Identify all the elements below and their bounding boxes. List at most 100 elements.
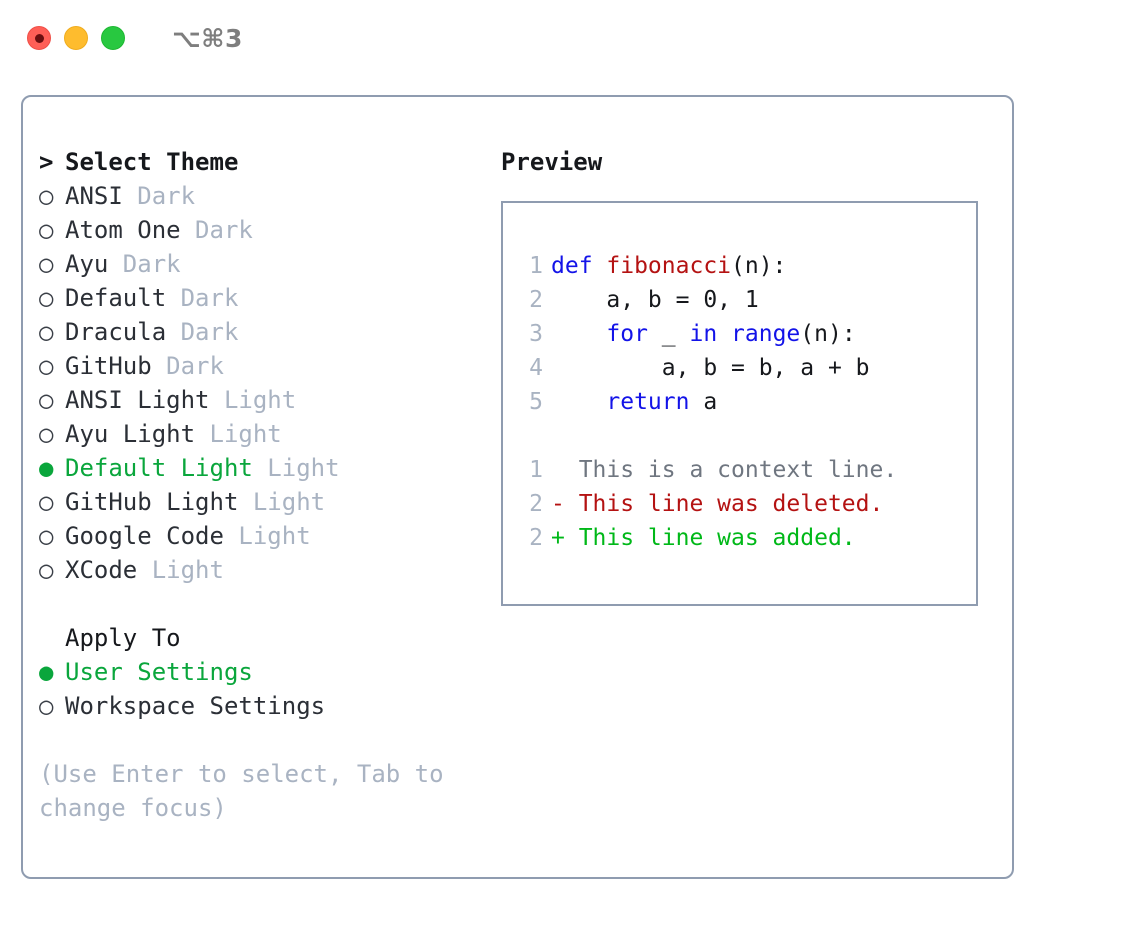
radio-unselected-icon: ○ — [39, 488, 54, 516]
code-token: (n): — [731, 253, 787, 279]
code-token: a — [689, 389, 718, 415]
prompt-marker-icon: > — [39, 148, 54, 176]
apply-to-heading-label: Apply To — [65, 624, 181, 652]
theme-mode-tag: Dark — [108, 250, 181, 278]
code-line-number: 2 — [529, 287, 543, 313]
traffic-lights — [27, 26, 125, 50]
theme-option-github[interactable]: ○ GitHub Dark — [39, 349, 509, 383]
theme-option-xcode[interactable]: ○ XCode Light — [39, 553, 509, 587]
theme-mode-tag: Light — [252, 454, 340, 482]
apply-to-option-label: Workspace Settings — [65, 692, 326, 720]
theme-mode-tag: Light — [223, 522, 311, 550]
theme-option-github-light[interactable]: ○ GitHub Light Light — [39, 485, 509, 519]
theme-mode-tag: Light — [195, 420, 282, 448]
code-token: fibonacci — [606, 253, 732, 279]
code-line: 2 a, b = 0, 1 — [515, 283, 897, 317]
theme-mode-tag: Dark — [122, 182, 196, 210]
theme-option-list[interactable]: ○ ANSI Dark ○ Atom One Dark ○ Ayu Dark ○ Defaul… — [39, 179, 509, 587]
radio-unselected-icon: ○ — [39, 386, 54, 414]
preview-heading: Preview — [501, 148, 603, 176]
radio-unselected-icon: ○ — [39, 284, 54, 312]
theme-mode-tag: Light — [137, 556, 224, 584]
code-token — [717, 321, 731, 347]
code-token: range — [731, 321, 801, 347]
theme-option-label: GitHub Light — [65, 488, 239, 516]
code-token: a, b = 0, 1 — [551, 287, 759, 313]
radio-unselected-icon: ○ — [39, 318, 54, 346]
diff-line-text: + This line was added. — [551, 525, 856, 551]
close-window-icon[interactable] — [27, 26, 51, 50]
code-line: 5 return a — [515, 385, 897, 419]
radio-unselected-icon: ○ — [39, 216, 54, 244]
code-token — [551, 389, 606, 415]
theme-option-ansi-light[interactable]: ○ ANSI Light Light — [39, 383, 509, 417]
apply-to-option-label: User Settings — [65, 658, 253, 686]
diff-line-number: 2 — [529, 525, 543, 551]
radio-unselected-icon: ○ — [39, 692, 54, 720]
select-theme-heading: > Select Theme — [39, 145, 509, 179]
title-bar: ⌥⌘3 — [0, 0, 1140, 76]
theme-option-label: ANSI — [65, 182, 123, 210]
theme-option-label: Ayu — [65, 250, 109, 278]
code-token: def — [551, 253, 607, 279]
apply-to-heading: Apply To — [39, 621, 509, 655]
theme-selection-column: > Select Theme ○ ANSI Dark ○ Atom One Dark ○ A… — [39, 145, 509, 825]
radio-unselected-icon: ○ — [39, 352, 54, 380]
theme-option-ayu[interactable]: ○ Ayu Dark — [39, 247, 509, 281]
radio-selected-icon: ● — [39, 454, 54, 482]
diff-line-text: This is a context line. — [551, 457, 898, 483]
theme-option-atom-one[interactable]: ○ Atom One Dark — [39, 213, 509, 247]
theme-option-label: Atom One — [65, 216, 181, 244]
theme-option-ansi[interactable]: ○ ANSI Dark — [39, 179, 509, 213]
theme-option-google-code[interactable]: ○ Google Code Light — [39, 519, 509, 553]
keyboard-hint-text: (Use Enter to select, Tab to change focu… — [39, 760, 459, 822]
code-line: 3 for _ in range(n): — [515, 317, 897, 351]
radio-unselected-icon: ○ — [39, 556, 54, 584]
code-token: a, b = b, a + b — [551, 355, 870, 381]
code-token: in — [689, 321, 718, 347]
theme-picker-card: > Select Theme ○ ANSI Dark ○ Atom One Dark ○ A… — [21, 95, 1014, 879]
theme-mode-tag: Light — [209, 386, 297, 414]
theme-option-label: Ayu Light — [65, 420, 196, 448]
radio-unselected-icon: ○ — [39, 522, 54, 550]
theme-mode-tag: Dark — [166, 318, 239, 346]
apply-to-option-list[interactable]: ● User Settings ○ Workspace Settings — [39, 655, 509, 723]
apply-to-option-user-settings[interactable]: ● User Settings — [39, 655, 509, 689]
theme-mode-tag: Dark — [180, 216, 253, 244]
radio-selected-icon: ● — [39, 658, 54, 686]
select-theme-heading-label: Select Theme — [65, 148, 239, 176]
theme-option-label: GitHub — [65, 352, 152, 380]
diff-line-del: 2- This line was deleted. — [515, 487, 897, 521]
code-line: 4 a, b = b, a + b — [515, 351, 897, 385]
radio-unselected-icon: ○ — [39, 420, 54, 448]
theme-option-ayu-light[interactable]: ○ Ayu Light Light — [39, 417, 509, 451]
theme-option-label: Google Code — [65, 522, 224, 550]
code-token: (n): — [800, 321, 856, 347]
maximize-window-icon[interactable] — [101, 26, 125, 50]
code-token — [551, 321, 606, 347]
diff-line-ctx: 1 This is a context line. — [515, 453, 897, 487]
theme-option-default-light[interactable]: ● Default Light Light — [39, 451, 509, 485]
radio-unselected-icon: ○ — [39, 250, 54, 278]
theme-option-label: XCode — [65, 556, 138, 584]
code-gap — [515, 419, 897, 453]
theme-mode-tag: Dark — [166, 284, 239, 312]
diff-line-add: 2 + This line was added. — [515, 521, 897, 555]
theme-option-label: Default Light — [65, 454, 253, 482]
theme-option-dracula[interactable]: ○Dracula Dark — [39, 315, 509, 349]
radio-unselected-icon: ○ — [39, 182, 54, 210]
theme-mode-tag: Light — [238, 488, 326, 516]
code-line-number: 4 — [529, 355, 543, 381]
theme-mode-tag: Dark — [151, 352, 224, 380]
theme-option-default[interactable]: ○ Default Dark — [39, 281, 509, 315]
theme-option-label: ANSI Light — [65, 386, 210, 414]
apply-to-option-workspace-settings[interactable]: ○ Workspace Settings — [39, 689, 509, 723]
theme-option-label: Default — [65, 284, 167, 312]
minimize-window-icon[interactable] — [64, 26, 88, 50]
code-token: _ — [647, 321, 690, 347]
